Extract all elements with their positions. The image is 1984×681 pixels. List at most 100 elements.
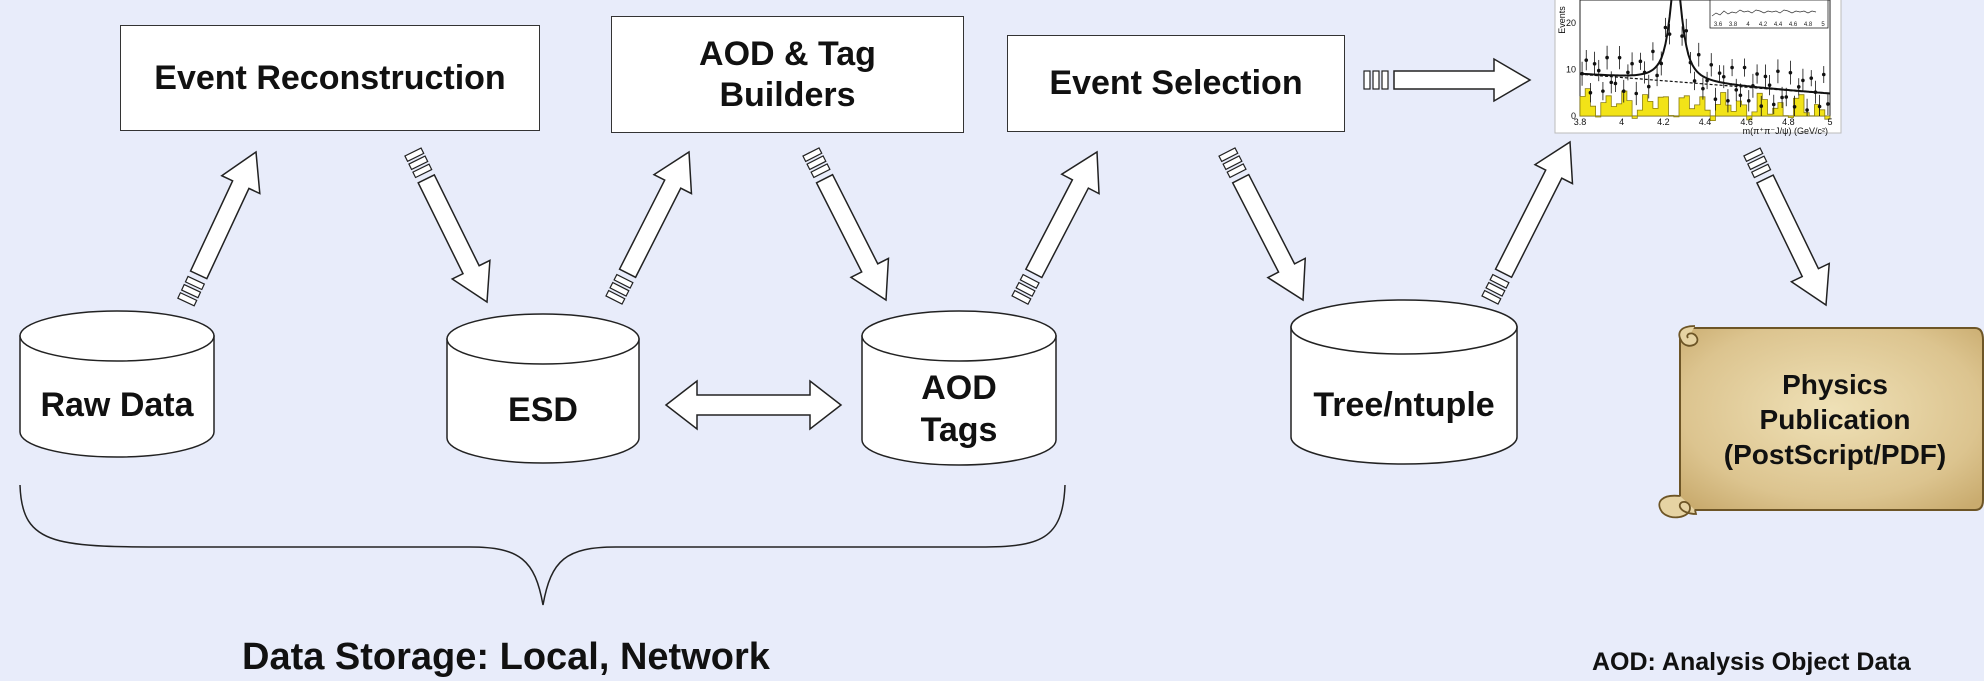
data-point	[1813, 90, 1818, 94]
data-point	[1642, 70, 1647, 75]
cylinder-tree-ntuple	[1290, 299, 1518, 465]
inset-trace	[1711, 9, 1817, 17]
data-point	[1713, 97, 1718, 102]
event-reconstruction-box: Event Reconstruction	[120, 25, 540, 131]
data-point	[1680, 34, 1684, 38]
inset-tick: 4.2	[1759, 22, 1768, 28]
aod-definition-caption: AOD: Analysis Object Data	[1592, 648, 1911, 676]
data-point	[1588, 90, 1593, 95]
data-point	[1826, 102, 1830, 106]
event-reconstruction-label: Event Reconstruction	[154, 58, 506, 97]
data-storage-brace	[19, 484, 1066, 606]
data-point	[1709, 62, 1714, 67]
publication-text: Physics Publication (PostScript/PDF)	[1690, 330, 1980, 508]
plot-y-axis-label: Events	[1557, 6, 1567, 34]
plot-x-axis-label: m(π⁺π⁻J/ψ) (GeV/c²)	[1743, 126, 1828, 136]
data-point	[1788, 70, 1793, 75]
data-point	[1684, 28, 1689, 33]
plot-y-tick: 0	[1571, 111, 1576, 121]
raw-data-label: Raw Data	[40, 385, 194, 424]
data-point	[1646, 84, 1651, 89]
plot-y-tick: 10	[1566, 65, 1576, 75]
data-point	[1821, 72, 1826, 77]
publication-line2: Publication	[1759, 403, 1911, 435]
data-point	[1701, 86, 1705, 91]
data-point	[1780, 95, 1784, 100]
arrow-selection-to-tree	[1218, 147, 1307, 302]
fit-curve	[1579, 0, 1831, 95]
data-point	[1759, 104, 1764, 108]
inset-tick: 3.6	[1714, 22, 1723, 28]
cylinder-esd	[446, 313, 640, 464]
data-point	[1617, 55, 1622, 60]
arrow-tree-to-plot	[1481, 140, 1574, 305]
cylinder-aod-tags	[861, 310, 1057, 466]
aod-tag-builders-line1: AOD & Tag	[699, 34, 876, 73]
publication-line1: Physics	[1782, 368, 1888, 400]
arrow-selection-to-plot	[1363, 57, 1532, 103]
data-point	[1609, 80, 1614, 85]
data-point	[1738, 93, 1743, 98]
plot-x-tick: 3.8	[1574, 117, 1587, 127]
inset-tick: 5	[1821, 22, 1825, 28]
inset-tick: 4.4	[1774, 22, 1783, 28]
arrow-aod-to-selection	[1011, 150, 1100, 305]
data-storage-caption: Data Storage: Local, Network	[242, 636, 770, 678]
data-point	[1742, 65, 1747, 70]
data-point	[1613, 81, 1618, 86]
data-point	[1630, 61, 1634, 66]
data-point	[1763, 74, 1768, 79]
publication-line3: (PostScript/PDF)	[1723, 438, 1947, 470]
plot-x-tick: 4.8	[1782, 117, 1795, 127]
data-point	[1696, 52, 1701, 57]
data-points	[1580, 17, 1830, 116]
data-point	[1771, 102, 1776, 107]
esd-label: ESD	[508, 390, 578, 429]
data-point	[1659, 61, 1664, 66]
data-point	[1688, 60, 1693, 65]
data-point	[1721, 74, 1726, 79]
data-point	[1734, 88, 1739, 92]
inset-plot	[1709, 0, 1829, 29]
plot-y-tick: 20	[1566, 18, 1576, 28]
arrow-builders-to-aod	[802, 147, 890, 302]
data-point	[1730, 65, 1734, 70]
data-point	[1817, 104, 1822, 109]
data-point	[1767, 83, 1772, 87]
data-point	[1805, 108, 1809, 112]
inset-tick: 4.6	[1789, 22, 1798, 28]
data-point	[1776, 69, 1780, 74]
aod-label-line2: Tags	[920, 411, 998, 449]
data-point	[1663, 25, 1668, 30]
aod-tag-builders-box: AOD & Tag Builders	[611, 16, 964, 133]
data-point	[1746, 98, 1751, 103]
cylinder-raw-data	[19, 310, 215, 458]
aod-tags-label: AOD Tags	[862, 364, 1056, 454]
event-selection-box: Event Selection	[1007, 35, 1345, 132]
data-point	[1621, 89, 1626, 94]
aod-tag-builders-line2: Builders	[719, 75, 856, 114]
background-fit-curve	[1579, 73, 1831, 95]
data-point	[1655, 73, 1659, 78]
data-point	[1755, 72, 1759, 76]
data-point	[1717, 71, 1722, 75]
plot-x-tick: 4.6	[1740, 117, 1753, 127]
flow-arrows	[177, 57, 1831, 307]
data-point	[1596, 68, 1601, 73]
data-point	[1584, 58, 1589, 62]
plot-x-tick: 4.4	[1699, 117, 1712, 127]
arrow-reco-to-esd	[404, 147, 491, 304]
background-histogram	[1579, 88, 1831, 121]
data-point	[1705, 78, 1709, 83]
data-point	[1638, 59, 1643, 64]
esd-aod-double-arrow	[664, 379, 843, 431]
inset-tick: 4.8	[1804, 22, 1813, 28]
data-point	[1796, 85, 1801, 89]
data-point	[1626, 70, 1630, 75]
data-point	[1726, 99, 1730, 103]
data-point	[1605, 55, 1609, 60]
